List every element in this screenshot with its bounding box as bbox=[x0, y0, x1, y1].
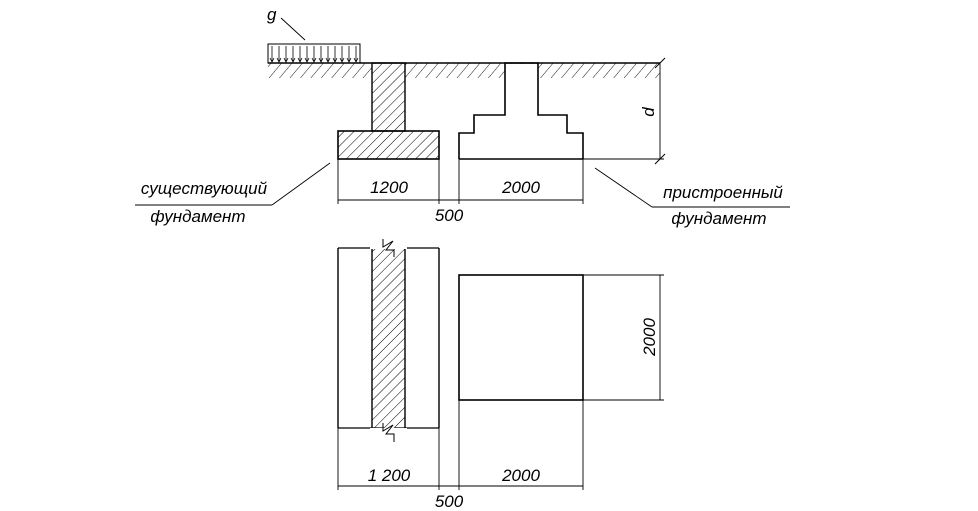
section-new-width-label: 2000 bbox=[501, 178, 540, 197]
existing-caption-line-2: фундамент bbox=[150, 207, 245, 226]
existing-footing bbox=[337, 130, 440, 160]
load-arrowhead bbox=[346, 57, 352, 63]
plan-length-dimension: 2000 bbox=[583, 274, 664, 401]
break-mark-top bbox=[382, 239, 395, 257]
existing-column bbox=[371, 62, 406, 132]
new-caption-line-2: фундамент bbox=[671, 209, 766, 228]
distributed-load: g bbox=[267, 5, 361, 64]
new-stepped-footing bbox=[458, 62, 584, 159]
existing-caption-line-1: существующий bbox=[141, 179, 268, 198]
load-arrowhead bbox=[297, 57, 303, 63]
load-label: g bbox=[267, 5, 277, 24]
new-foundation-caption: пристроенный фундамент bbox=[594, 167, 790, 228]
new-caption-line-1: пристроенный bbox=[663, 183, 783, 202]
load-leader-line bbox=[280, 17, 306, 41]
section-existing-width-label: 1200 bbox=[370, 178, 408, 197]
load-arrowhead bbox=[304, 57, 310, 63]
load-arrowhead bbox=[276, 57, 282, 63]
load-arrowhead bbox=[318, 57, 324, 63]
load-arrowhead bbox=[325, 57, 331, 63]
depth-dimension: d bbox=[583, 57, 666, 165]
plan-gap-label: 500 bbox=[435, 492, 464, 511]
plan-length-label: 2000 bbox=[640, 318, 659, 357]
existing-foundation-caption: существующий фундамент bbox=[135, 162, 331, 226]
existing-foundation-plan bbox=[337, 239, 440, 442]
plan-existing-width-label: 1 200 bbox=[368, 466, 411, 485]
plan-new-width-label: 2000 bbox=[501, 466, 540, 485]
existing-foundation-section bbox=[337, 62, 440, 160]
section-width-dimensions: 1200 2000 500 bbox=[337, 159, 584, 225]
section-view: g d bbox=[135, 5, 790, 228]
break-mark-bottom bbox=[382, 423, 395, 442]
ground-surface bbox=[268, 62, 660, 79]
existing-wall-plan bbox=[372, 248, 405, 428]
load-arrowhead bbox=[283, 57, 289, 63]
section-gap-label: 500 bbox=[435, 206, 464, 225]
load-arrowhead bbox=[353, 57, 359, 63]
new-foundation-plan bbox=[458, 274, 584, 401]
load-arrowhead bbox=[332, 57, 338, 63]
load-arrowhead bbox=[339, 57, 345, 63]
load-arrowhead bbox=[311, 57, 317, 63]
load-arrowhead bbox=[269, 57, 275, 63]
load-arrowhead bbox=[290, 57, 296, 63]
plan-width-dimensions: 1 200 2000 500 bbox=[337, 400, 584, 511]
plan-view: 2000 1 200 2000 500 bbox=[337, 239, 664, 511]
new-foundation-section bbox=[458, 62, 584, 160]
depth-label: d bbox=[639, 107, 658, 117]
